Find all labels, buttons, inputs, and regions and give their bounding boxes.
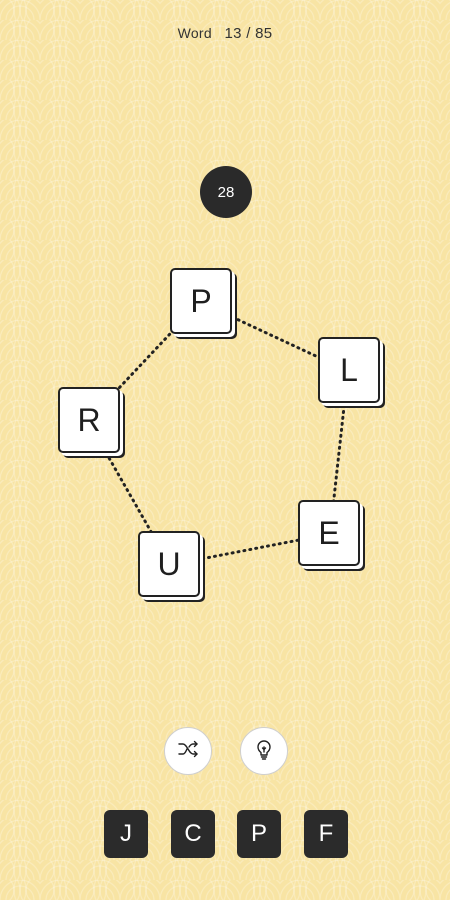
shuffle-icon: [176, 737, 200, 766]
word-progress-count: 13 / 85: [224, 25, 273, 42]
word-progress-header: Word 13 / 85: [0, 25, 450, 42]
answer-slot-1[interactable]: J: [104, 810, 148, 858]
shuffle-button[interactable]: [164, 727, 212, 775]
answer-slot-4[interactable]: F: [304, 810, 348, 858]
answer-slot-3[interactable]: P: [237, 810, 281, 858]
letter-tile-5[interactable]: R: [58, 387, 120, 453]
lightbulb-icon: [252, 737, 276, 766]
hint-button[interactable]: [240, 727, 288, 775]
letter-tile-3[interactable]: E: [298, 500, 360, 566]
letter-tile-2[interactable]: L: [318, 337, 380, 403]
letter-tile-1[interactable]: P: [170, 268, 232, 334]
word-label: Word: [177, 25, 212, 41]
score-badge: 28: [200, 166, 252, 218]
answer-slot-2[interactable]: C: [171, 810, 215, 858]
letter-tile-4[interactable]: U: [138, 531, 200, 597]
